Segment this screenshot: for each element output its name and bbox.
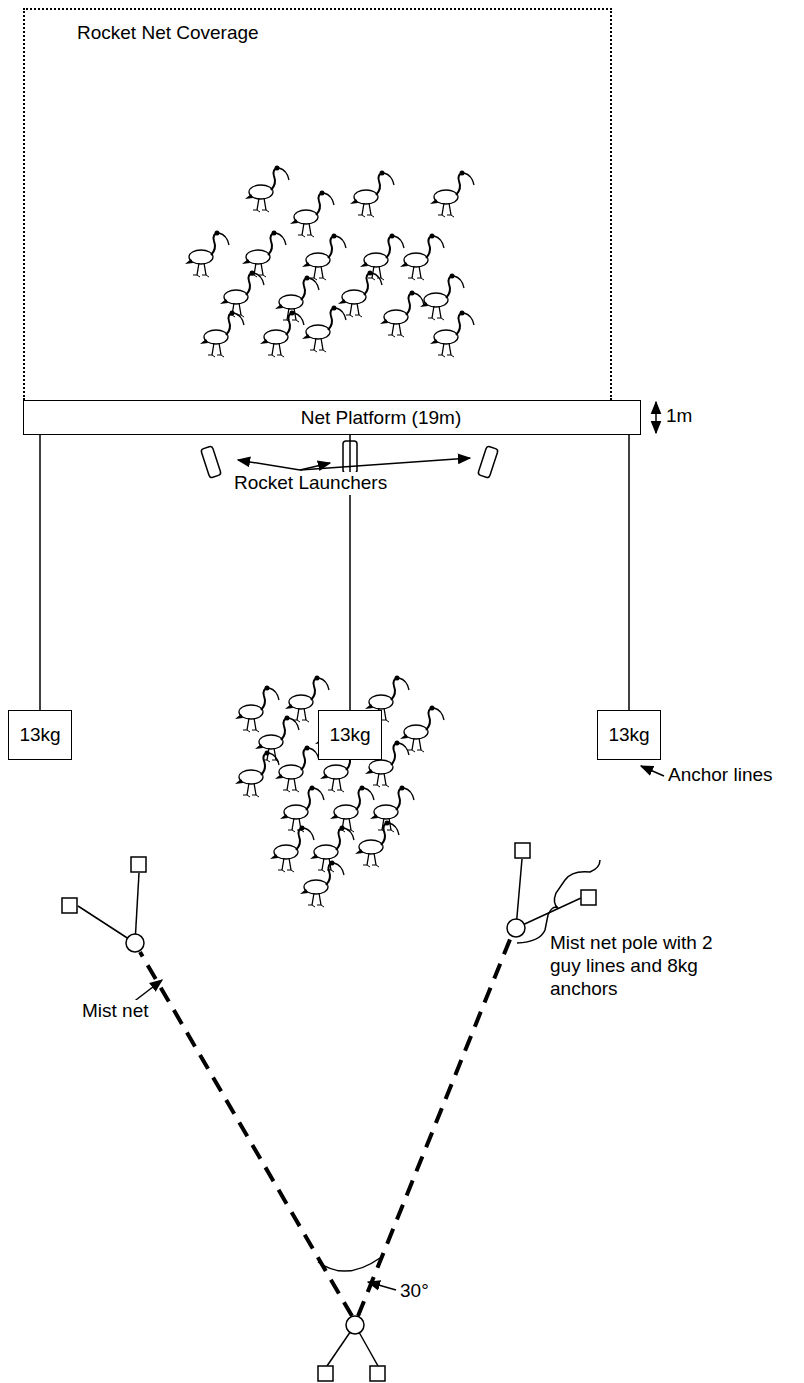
node-text: 13kg: [19, 724, 60, 746]
angle-arc: [318, 1258, 380, 1271]
ibis: [350, 171, 394, 218]
mist-net: [358, 937, 511, 1316]
ibis: [355, 821, 399, 868]
ibis: [400, 234, 444, 281]
part-label: Mist net: [80, 1000, 151, 1023]
part-label: Rocket Launchers: [232, 472, 389, 495]
node-text: Rocket Net Coverage: [77, 22, 610, 44]
ibis-flock: [185, 166, 474, 908]
angle-label: 30°: [398, 1280, 431, 1303]
ibis: [370, 786, 414, 833]
ibis: [310, 826, 354, 873]
ibis: [338, 271, 382, 318]
coverage-region: Rocket Net Coverage: [23, 8, 612, 400]
anchor-line: [39, 435, 41, 710]
ibis: [255, 716, 299, 763]
dimension-arrow: [655, 417, 657, 433]
node-text: 13kg: [608, 724, 649, 746]
ibis: [430, 311, 474, 358]
mist-net: [140, 952, 352, 1316]
ibis: [380, 291, 424, 338]
guy-lines: [62, 843, 596, 1381]
rocket-launcher: [478, 446, 499, 478]
ibis: [430, 171, 474, 218]
brace: [517, 860, 600, 943]
ibis: [270, 826, 314, 873]
ibis: [275, 276, 319, 323]
ibis: [330, 786, 374, 833]
leader-line: [368, 1282, 396, 1290]
anchor-weight: 13kg: [318, 710, 382, 760]
ibis: [280, 786, 324, 833]
node-text: Net Platform (19m): [301, 407, 461, 429]
ibis: [302, 234, 346, 281]
part-label: Anchor lines: [666, 764, 775, 787]
leader-line: [300, 458, 470, 470]
anchor-weight: 13kg: [8, 710, 72, 760]
ibis: [260, 311, 304, 358]
ibis: [235, 751, 279, 798]
ibis: [300, 861, 344, 908]
leader-line: [641, 766, 664, 776]
note: Mist net pole with 2 guy lines and 8kg a…: [548, 932, 734, 1000]
ibis: [420, 274, 464, 321]
ibis: [200, 311, 244, 358]
anchor-weight: 13kg: [597, 710, 661, 760]
ibis: [220, 271, 264, 318]
dimension-label: 1m: [664, 405, 694, 428]
ibis: [242, 231, 286, 278]
ibis: [360, 234, 404, 281]
ibis: [275, 746, 319, 793]
ibis: [235, 686, 279, 733]
ibis: [290, 191, 334, 238]
ibis: [245, 166, 289, 213]
net-platform: Net Platform (19m): [23, 400, 641, 435]
dimension-arrow: [655, 402, 657, 417]
ibis: [185, 231, 229, 278]
anchor-line: [628, 435, 630, 710]
leader-line: [238, 460, 300, 470]
ibis: [302, 306, 346, 353]
node-text: 13kg: [329, 724, 370, 746]
rocket-launcher: [201, 446, 222, 478]
ibis: [400, 706, 444, 753]
